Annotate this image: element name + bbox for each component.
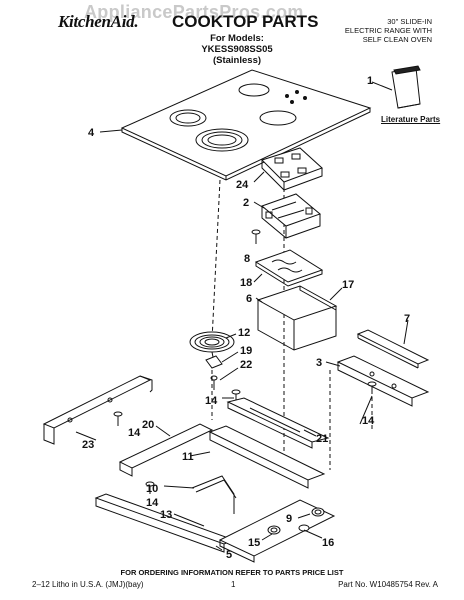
- callout-21: 21: [316, 433, 328, 445]
- bracket: [191, 475, 237, 514]
- callout-10: 10: [146, 483, 158, 495]
- element-box: [256, 285, 338, 351]
- model-info: For Models: YKESS908SS05 (Stainless): [178, 33, 296, 66]
- ordering-note: FOR ORDERING INFORMATION REFER TO PARTS …: [120, 568, 344, 577]
- callout-15: 15: [248, 537, 260, 549]
- callout-1: 1: [367, 75, 373, 87]
- callout-17: 17: [342, 279, 354, 291]
- description-line: SELF CLEAN OVEN: [362, 35, 432, 44]
- model-finish: (Stainless): [212, 55, 262, 66]
- element-clip: [205, 355, 223, 369]
- callout-2: 2: [243, 197, 249, 209]
- bracket-assembly: [261, 193, 321, 239]
- callout-14: 14: [146, 497, 159, 509]
- callout-3: 3: [316, 357, 322, 369]
- right-side-rail: [336, 355, 430, 407]
- frame-rail: [208, 425, 326, 489]
- callout-23: 23: [82, 439, 94, 451]
- cooktop-glass: [120, 69, 372, 181]
- callout-4: 4: [88, 127, 95, 139]
- callout-20: 20: [142, 419, 154, 431]
- screw: [367, 381, 377, 394]
- callout-numbers: 1 4 24 2 8 18 6 17 12 19 22 7 3 14 20 21…: [82, 75, 410, 561]
- callout-14: 14: [128, 427, 141, 439]
- callout-16: 16: [322, 537, 334, 549]
- terminal-plate: [254, 249, 324, 287]
- leveling-leg: [267, 525, 281, 535]
- callout-5: 5: [226, 549, 232, 561]
- callout-12: 12: [238, 327, 250, 339]
- callout-13: 13: [160, 509, 172, 521]
- screw: [251, 229, 261, 244]
- callout-11: 11: [182, 451, 194, 463]
- literature-booklet: [391, 65, 421, 109]
- callout-22: 22: [240, 359, 252, 371]
- trim-strip: [356, 329, 430, 369]
- page-title: COOKTOP PARTS: [172, 12, 319, 31]
- callout-14: 14: [362, 415, 375, 427]
- callout-8: 8: [244, 253, 250, 265]
- page-number: 1: [231, 580, 236, 589]
- left-side-rail: [42, 375, 153, 445]
- leveling-leg: [311, 507, 325, 517]
- callout-19: 19: [240, 345, 252, 357]
- litho-info: 2–12 Litho in U.S.A. (JMJ)(bay): [32, 580, 144, 589]
- frame-rail: [118, 423, 214, 477]
- clip-screw: [210, 375, 218, 390]
- callout-18: 18: [240, 277, 252, 289]
- callout-7: 7: [404, 313, 410, 325]
- callout-6: 6: [246, 293, 252, 305]
- brand-logo: KitchenAid.: [58, 12, 139, 31]
- screw: [145, 481, 155, 494]
- control-board: [261, 147, 323, 191]
- product-description: 30" SLIDE-IN ELECTRIC RANGE WITH SELF CL…: [322, 17, 432, 44]
- watermark-text: AppliancePartsPros.com: [84, 2, 304, 22]
- front-support: [226, 397, 330, 449]
- screw: [113, 411, 123, 426]
- literature-parts-label: Literature Parts: [381, 115, 441, 124]
- bottom-rail: [94, 493, 236, 553]
- callout-9: 9: [286, 513, 292, 525]
- callout-24: 24: [236, 179, 249, 191]
- model-number: For Models: YKESS908SS05: [201, 33, 273, 55]
- description-line: 30" SLIDE-IN: [387, 17, 432, 26]
- callout-14: 14: [205, 395, 218, 407]
- description-line: ELECTRIC RANGE WITH: [344, 26, 432, 35]
- part-number: Part No. W10485754 Rev. A: [338, 580, 438, 589]
- leveling-leg: [298, 524, 310, 532]
